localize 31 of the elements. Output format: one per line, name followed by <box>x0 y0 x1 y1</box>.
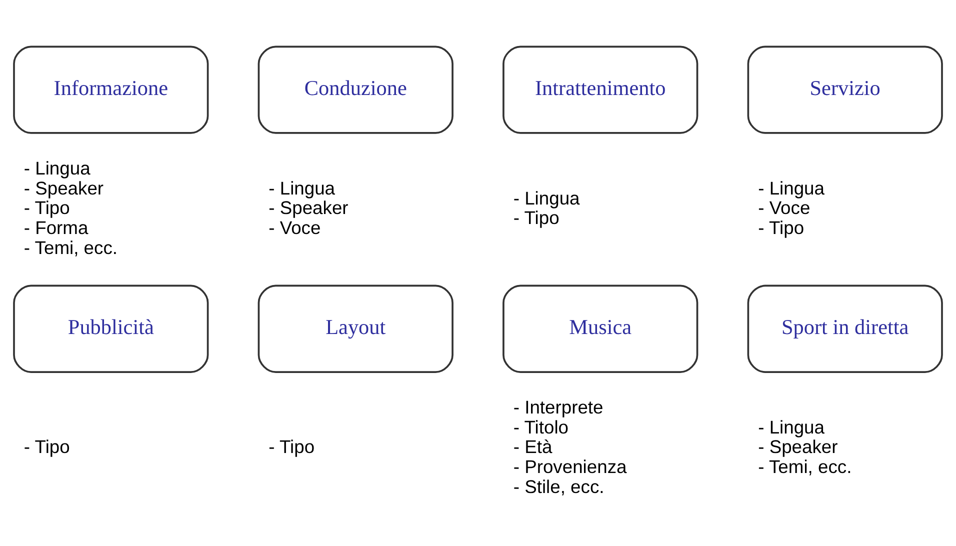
node-label: - Speaker <box>268 197 348 218</box>
node-label: - Lingua <box>758 416 825 438</box>
node-label: - Voce <box>268 216 321 238</box>
node-label: - Tipo <box>268 436 315 458</box>
node-label: - Temi, ecc. <box>758 456 852 478</box>
node-label: - Temi, ecc. <box>24 236 118 258</box>
node-label: - Stile, ecc. <box>513 476 604 497</box>
node-label: - Tipo <box>758 216 804 238</box>
node-label: - Titolo <box>513 416 569 438</box>
node-box: Informazione <box>13 46 209 134</box>
node-box: Pubblicità <box>13 284 209 373</box>
node-label: - Tipo <box>24 197 70 218</box>
node-label: - Provenienza <box>513 456 627 478</box>
node-label: - Speaker <box>758 436 838 458</box>
node-box: Sport in diretta <box>747 284 943 373</box>
node-box: Servizio <box>747 46 943 134</box>
node-label: - Speaker <box>24 177 104 198</box>
node-box: Intrattenimento <box>502 46 698 134</box>
node-box: Conduzione <box>258 46 454 134</box>
node-label: - Età <box>513 436 552 458</box>
node-label: - Lingua <box>758 177 825 198</box>
node-box: Musica <box>502 284 698 373</box>
node-box: Layout <box>258 284 454 373</box>
node-label: - Tipo <box>513 207 560 228</box>
node-label: - Lingua <box>268 177 336 198</box>
node-label: - Voce <box>758 197 810 218</box>
node-label: - Interprete <box>513 396 604 418</box>
node-label: - Lingua <box>24 158 90 179</box>
node-label: - Forma <box>24 216 88 238</box>
node-label: - Tipo <box>24 436 70 458</box>
node-label: - Lingua <box>513 187 580 208</box>
